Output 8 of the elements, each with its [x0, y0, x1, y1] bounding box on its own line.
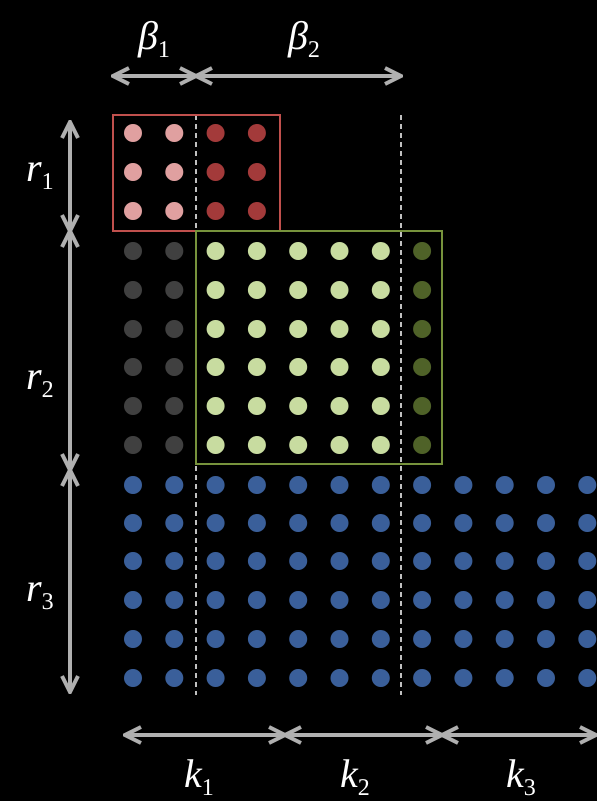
dimension-label: k$_{2}$	[340, 752, 370, 796]
dimension-label: k$_{1}$	[184, 752, 214, 796]
dimension-label: r$_{3}$	[26, 566, 54, 610]
dimension-label: r$_{1}$	[26, 146, 54, 190]
dimension-label: β$_{2}$	[288, 14, 320, 58]
dimension-label: β$_{1}$	[138, 14, 170, 58]
dimension-label: r$_{2}$	[26, 354, 54, 398]
dimension-label: k$_{3}$	[506, 752, 536, 796]
